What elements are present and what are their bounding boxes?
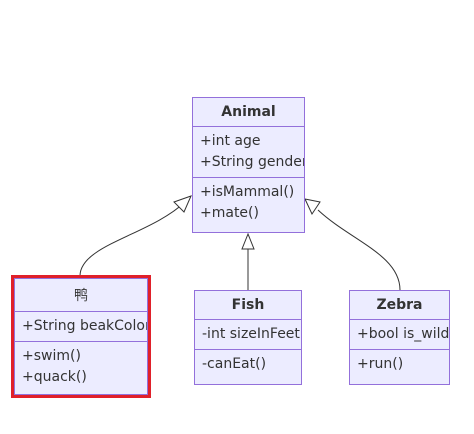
edge-zebra-to-animal: [317, 209, 401, 291]
inheritance-arrowhead-duck: [173, 195, 192, 213]
class-animal-attributes: +int age +String gender: [193, 126, 304, 177]
method: +isMammal(): [200, 184, 295, 200]
attribute: +bool is_wild: [357, 326, 449, 342]
class-animal[interactable]: Animal +int age +String gender +isMammal…: [192, 97, 305, 233]
class-fish-name: Fish: [231, 297, 265, 313]
method: +swim(): [22, 348, 81, 364]
class-zebra-methods: +run(): [350, 349, 449, 379]
method: +run(): [357, 356, 404, 372]
class-zebra-name: Zebra: [376, 297, 423, 313]
class-duck[interactable]: 鸭 +String beakColor +swim() +quack(): [11, 275, 151, 398]
class-duck-methods: +swim() +quack(): [15, 341, 147, 392]
class-zebra[interactable]: Zebra +bool is_wild +run(): [349, 290, 450, 385]
method: +quack(): [22, 369, 87, 385]
class-animal-name: Animal: [221, 104, 276, 120]
class-duck-name: 鸭: [74, 288, 88, 304]
attribute: -int sizeInFeet: [202, 326, 300, 342]
inheritance-arrowhead-zebra: [304, 198, 321, 216]
class-fish-methods: -canEat(): [195, 349, 301, 379]
class-duck-attributes: +String beakColor: [15, 311, 147, 341]
class-fish[interactable]: Fish -int sizeInFeet -canEat(): [194, 290, 302, 385]
class-animal-methods: +isMammal() +mate(): [193, 177, 304, 228]
attribute: +String gender: [200, 154, 304, 170]
attribute: +int age: [200, 133, 261, 149]
class-fish-attributes: -int sizeInFeet: [195, 319, 301, 349]
class-zebra-attributes: +bool is_wild: [350, 319, 449, 349]
edge-duck-to-animal: [79, 201, 186, 277]
attribute: +String beakColor: [22, 318, 147, 334]
inheritance-arrowhead-fish: [241, 232, 255, 250]
method: -canEat(): [202, 356, 267, 372]
method: +mate(): [200, 205, 259, 221]
